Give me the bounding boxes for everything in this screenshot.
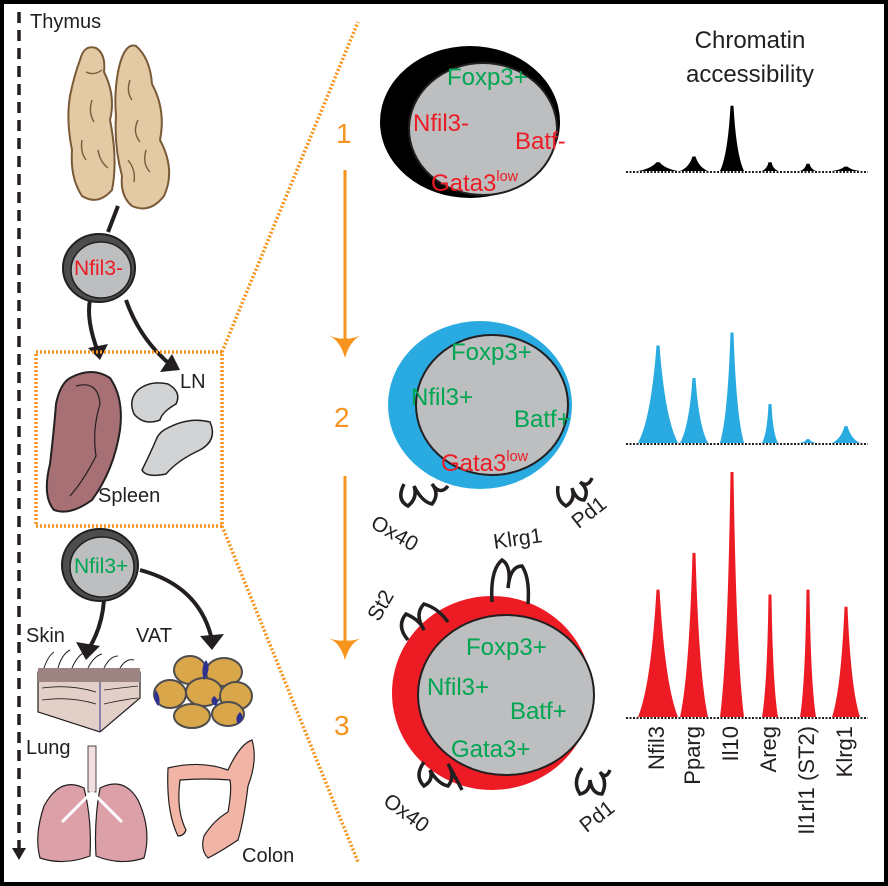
stage-1-nfil3: Nfil3- — [413, 110, 470, 137]
stage-2-cell — [388, 321, 572, 489]
stage-2-batf: Batf+ — [514, 406, 571, 433]
arrow-to-vat — [139, 568, 214, 641]
peak-pparg-stage-2 — [680, 378, 708, 443]
stage-2-gata3: Gata3low — [441, 449, 528, 477]
stage-2-number: 2 — [334, 402, 350, 433]
chart-title: Chromatin accessibility — [685, 27, 815, 88]
stage-1-number: 1 — [336, 118, 352, 149]
lung-icon — [37, 745, 148, 863]
stage-arrow-1-2 — [328, 170, 362, 358]
spleen-label: Spleen — [98, 485, 161, 507]
tissue-treg-cell — [61, 528, 139, 602]
category-label: Pparg — [680, 726, 705, 785]
thymic-cell-marker: Nfil3- — [74, 257, 124, 280]
skin-label: Skin — [26, 625, 65, 647]
peak-nfil3-stage-1 — [638, 162, 678, 171]
arrowhead-icon — [160, 354, 180, 372]
axis-arrowhead-icon — [12, 848, 26, 860]
gata3-text: Gata3 — [431, 170, 497, 197]
stage-3-nfil3: Nfil3+ — [427, 674, 490, 701]
thymus-connector — [106, 205, 120, 233]
peak-il1rl1-st2--stage-3 — [800, 589, 816, 717]
stage-3-cell — [392, 596, 595, 790]
peak-il1rl1-st2--stage-1 — [800, 163, 816, 171]
peak-pparg-stage-3 — [680, 552, 708, 717]
peak-il10-stage-2 — [720, 332, 744, 443]
klrg1-receptor-icon — [489, 557, 531, 605]
lymph-node-icon — [131, 382, 214, 477]
arrowhead-icon — [76, 642, 100, 660]
peak-klrg1-stage-3 — [832, 606, 860, 717]
category-label: Nfil3 — [644, 726, 669, 771]
stage-1-batf: Batf- — [515, 128, 566, 155]
skin-icon — [37, 649, 141, 733]
peak-il10-stage-1 — [720, 105, 744, 171]
spleen-icon — [45, 371, 122, 513]
lung-label: Lung — [26, 737, 71, 759]
st2-receptor-icon — [399, 602, 450, 642]
ox40-receptor-icon — [417, 760, 464, 791]
peak-nfil3-stage-2 — [638, 345, 678, 443]
gata3-superscript: low — [496, 169, 518, 185]
vat-adipocytes-icon — [153, 655, 253, 729]
stage-1-cell — [380, 46, 560, 198]
ox40-receptor-icon — [399, 482, 450, 509]
peak-areg-stage-2 — [762, 404, 778, 443]
stage-3-foxp3: Foxp3+ — [466, 634, 547, 661]
pd1-receptor-icon — [555, 477, 594, 509]
stage-2-nfil3: Nfil3+ — [411, 384, 474, 411]
colon-icon — [167, 739, 255, 859]
chromatin-accessibility-chart — [626, 105, 868, 719]
gata3-text: Gata3 — [441, 450, 507, 477]
peak-pparg-stage-1 — [680, 156, 708, 171]
zoom-line-top — [220, 21, 360, 353]
thymus-icon — [67, 44, 171, 210]
thymus-label: Thymus — [30, 11, 102, 33]
category-label: Klrg1 — [832, 726, 857, 778]
tissue-cell-marker: Nfil3+ — [74, 555, 129, 578]
thymic-treg-cell — [62, 233, 136, 303]
zoom-line-bottom — [220, 525, 360, 863]
arrow-to-skin — [86, 599, 106, 652]
ln-label: LN — [180, 371, 206, 393]
stage-3-number: 3 — [334, 710, 350, 741]
stage-1-gata3: Gata3low — [431, 169, 518, 197]
peak-areg-stage-3 — [762, 594, 778, 717]
category-label: Il10 — [718, 726, 743, 762]
category-label: Il1rl1 (ST2) — [794, 726, 819, 835]
colon-label: Colon — [242, 845, 295, 867]
vat-label: VAT — [136, 625, 172, 647]
pd1-receptor-icon — [574, 766, 612, 796]
arrowhead-icon — [200, 634, 224, 650]
stage-3-batf: Batf+ — [510, 698, 567, 725]
lymphoid-zoom-box[interactable] — [34, 350, 224, 528]
peak-nfil3-stage-3 — [638, 589, 678, 717]
peak-il10-stage-3 — [720, 472, 744, 717]
arrow-to-ln — [124, 299, 174, 368]
arrow-to-spleen — [87, 299, 100, 353]
stage-1-foxp3: Foxp3+ — [447, 64, 528, 91]
peak-klrg1-stage-2 — [832, 426, 860, 443]
peak-areg-stage-1 — [762, 162, 778, 171]
category-label: Areg — [756, 726, 781, 773]
stage-2-foxp3: Foxp3+ — [451, 339, 532, 366]
stage-3-gata3: Gata3+ — [451, 736, 531, 763]
peak-il1rl1-st2--stage-2 — [800, 439, 816, 443]
gata3-superscript: low — [506, 449, 528, 465]
peak-klrg1-stage-1 — [832, 166, 860, 171]
stage-arrow-2-3 — [328, 476, 362, 660]
